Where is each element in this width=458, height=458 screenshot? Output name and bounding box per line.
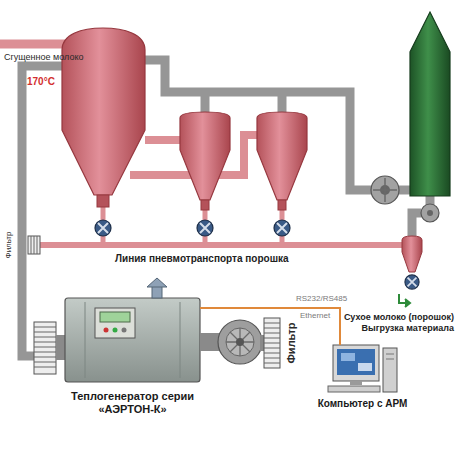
blower-hub [236,338,244,346]
screen-window [358,363,372,371]
indicator-lamp [113,328,118,333]
exhaust-pipe [398,186,410,195]
monitor-stand [350,381,362,385]
control-panel [95,308,135,338]
product-label: Сухое молоко (порошок) [344,312,454,322]
unloading-arrow [399,294,410,307]
flow-label: Сгущенное молоко [4,52,83,62]
blower-blades [226,328,254,356]
heat-generator [34,278,280,382]
panel-seam [85,302,180,378]
indicator-lamp [122,328,127,333]
grille-bars [264,323,280,363]
product-label: Выгрузка материала [362,323,454,333]
filter-grille [28,236,40,254]
exhaust-fan [371,176,399,204]
rotary-valve [95,220,111,236]
filter-grille [34,322,56,374]
cyclone-outlet [201,200,209,210]
screen-window [341,353,355,361]
exhaust-pipe [412,213,421,236]
panel-display [100,312,130,322]
computer-node: Компьютер с АРМ [328,345,397,392]
inlet-duct [56,335,65,360]
generator-node: Теплогенератор серии «АЭРТОН-К» [65,298,200,382]
product-pipe [145,136,180,144]
line-label: Линия пневмотранспорта порошка [115,253,289,265]
chamber-outlet [97,195,109,207]
interface-label: RS232/RS485 [296,294,347,303]
chimney-cap [147,278,167,287]
temperature-label: 170°C [27,76,55,88]
computer [328,345,397,392]
filter-label: Фильтр [4,232,13,259]
monitor-screen [337,349,375,375]
cyclone [180,112,230,200]
data-link [200,308,340,345]
bag-filter [410,12,450,196]
exhaust-fan [421,204,439,222]
grille-bars [34,327,56,367]
keyboard [328,386,380,392]
computer-caption: Компьютер с АРМ [311,398,415,410]
system-unit [383,348,397,392]
rotary-valve [197,220,213,236]
rotary-valve [405,275,419,289]
rotary-valve [274,220,290,236]
indicator-lamp [104,328,109,333]
cyclone-outlet [278,200,286,210]
filter-grille [264,318,280,368]
transport-line [40,242,402,248]
blower-fan [218,320,262,364]
blower-impeller [226,328,254,356]
air-duct [200,333,220,351]
unloading-cyclone [402,236,422,272]
product-pipes [0,32,402,245]
drive-bays [386,354,394,359]
monitor [333,345,379,381]
cyclone [257,112,307,200]
hot-air-pipe [22,66,62,356]
generator-body [65,298,200,382]
interface-label: Ethernet [300,311,330,320]
generator-caption: Теплогенератор серии «АЭРТОН-К» [47,390,219,415]
filter-label: Фильтр [285,322,298,363]
